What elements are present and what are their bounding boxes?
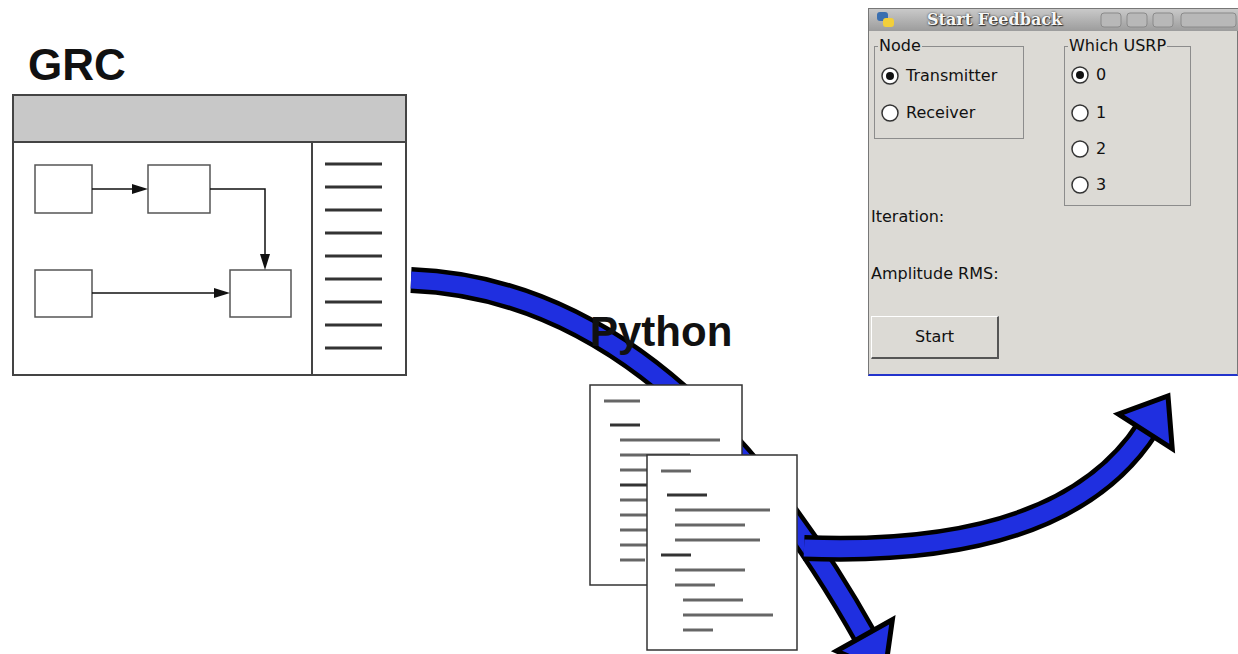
group-heading: Which USRP: [1068, 36, 1167, 55]
field-label-slot: Iteration:: [871, 207, 944, 227]
group-heading-slot: Node: [878, 36, 922, 55]
group-frame: [874, 46, 1024, 139]
radio-label: 2: [1096, 138, 1106, 159]
radio-dot: [1076, 71, 1084, 79]
radio-label-slot: Receiver: [906, 102, 975, 123]
radio-label-slot: 3: [1096, 174, 1106, 195]
field-label-slot: Amplitude RMS:: [871, 264, 999, 284]
field-label: Iteration:: [871, 207, 944, 227]
radio-button: [882, 105, 898, 121]
group-heading: Node: [878, 36, 922, 55]
group-frame: [1064, 46, 1191, 206]
radio-label: Transmitter: [906, 65, 997, 86]
radio-label-slot: 1: [1096, 102, 1106, 123]
window-chrome: [869, 9, 1238, 377]
start-button: Start: [871, 316, 999, 359]
group-heading-slot: Which USRP: [1068, 36, 1167, 55]
radio-label: 0: [1096, 64, 1106, 85]
button-label-slot: Start: [915, 327, 954, 347]
diagram-heading-slot: Python: [590, 308, 732, 356]
diagram-heading: GRC: [28, 40, 126, 90]
radio-button: [1072, 177, 1088, 193]
diagram-heading-slot: GRC: [28, 40, 126, 90]
window-title: Start Feedback: [927, 9, 1062, 30]
flow-arrow: [804, 396, 1172, 549]
radio-label: 3: [1096, 174, 1106, 195]
radio-button: [1072, 105, 1088, 121]
button-label: Start: [915, 327, 954, 347]
diagram-heading: Python: [590, 308, 732, 356]
radio-dot: [886, 72, 894, 80]
radio-button: [882, 68, 898, 84]
flow-arrow: [411, 280, 892, 654]
gui-window: NodeTransmitterReceiverWhich USRP0123Sta…: [868, 8, 1238, 376]
python-files: Python: [585, 308, 800, 652]
radio-label-slot: Transmitter: [906, 65, 997, 86]
radio-label-slot: 2: [1096, 138, 1106, 159]
grc-editor: GRC: [12, 40, 407, 376]
python-pages: [585, 308, 800, 652]
radio-label-slot: 0: [1096, 64, 1106, 85]
radio-label: Receiver: [906, 102, 975, 123]
usrp-group: Which USRP0123: [1064, 46, 1191, 206]
node-group: NodeTransmitterReceiver: [874, 46, 1024, 139]
grc-illustration: [12, 40, 407, 376]
radio-label: 1: [1096, 102, 1106, 123]
radio-button: [1072, 67, 1088, 83]
radio-button: [1072, 141, 1088, 157]
field-label: Amplitude RMS:: [871, 264, 999, 284]
window-title-slot: Start Feedback: [927, 9, 1062, 30]
